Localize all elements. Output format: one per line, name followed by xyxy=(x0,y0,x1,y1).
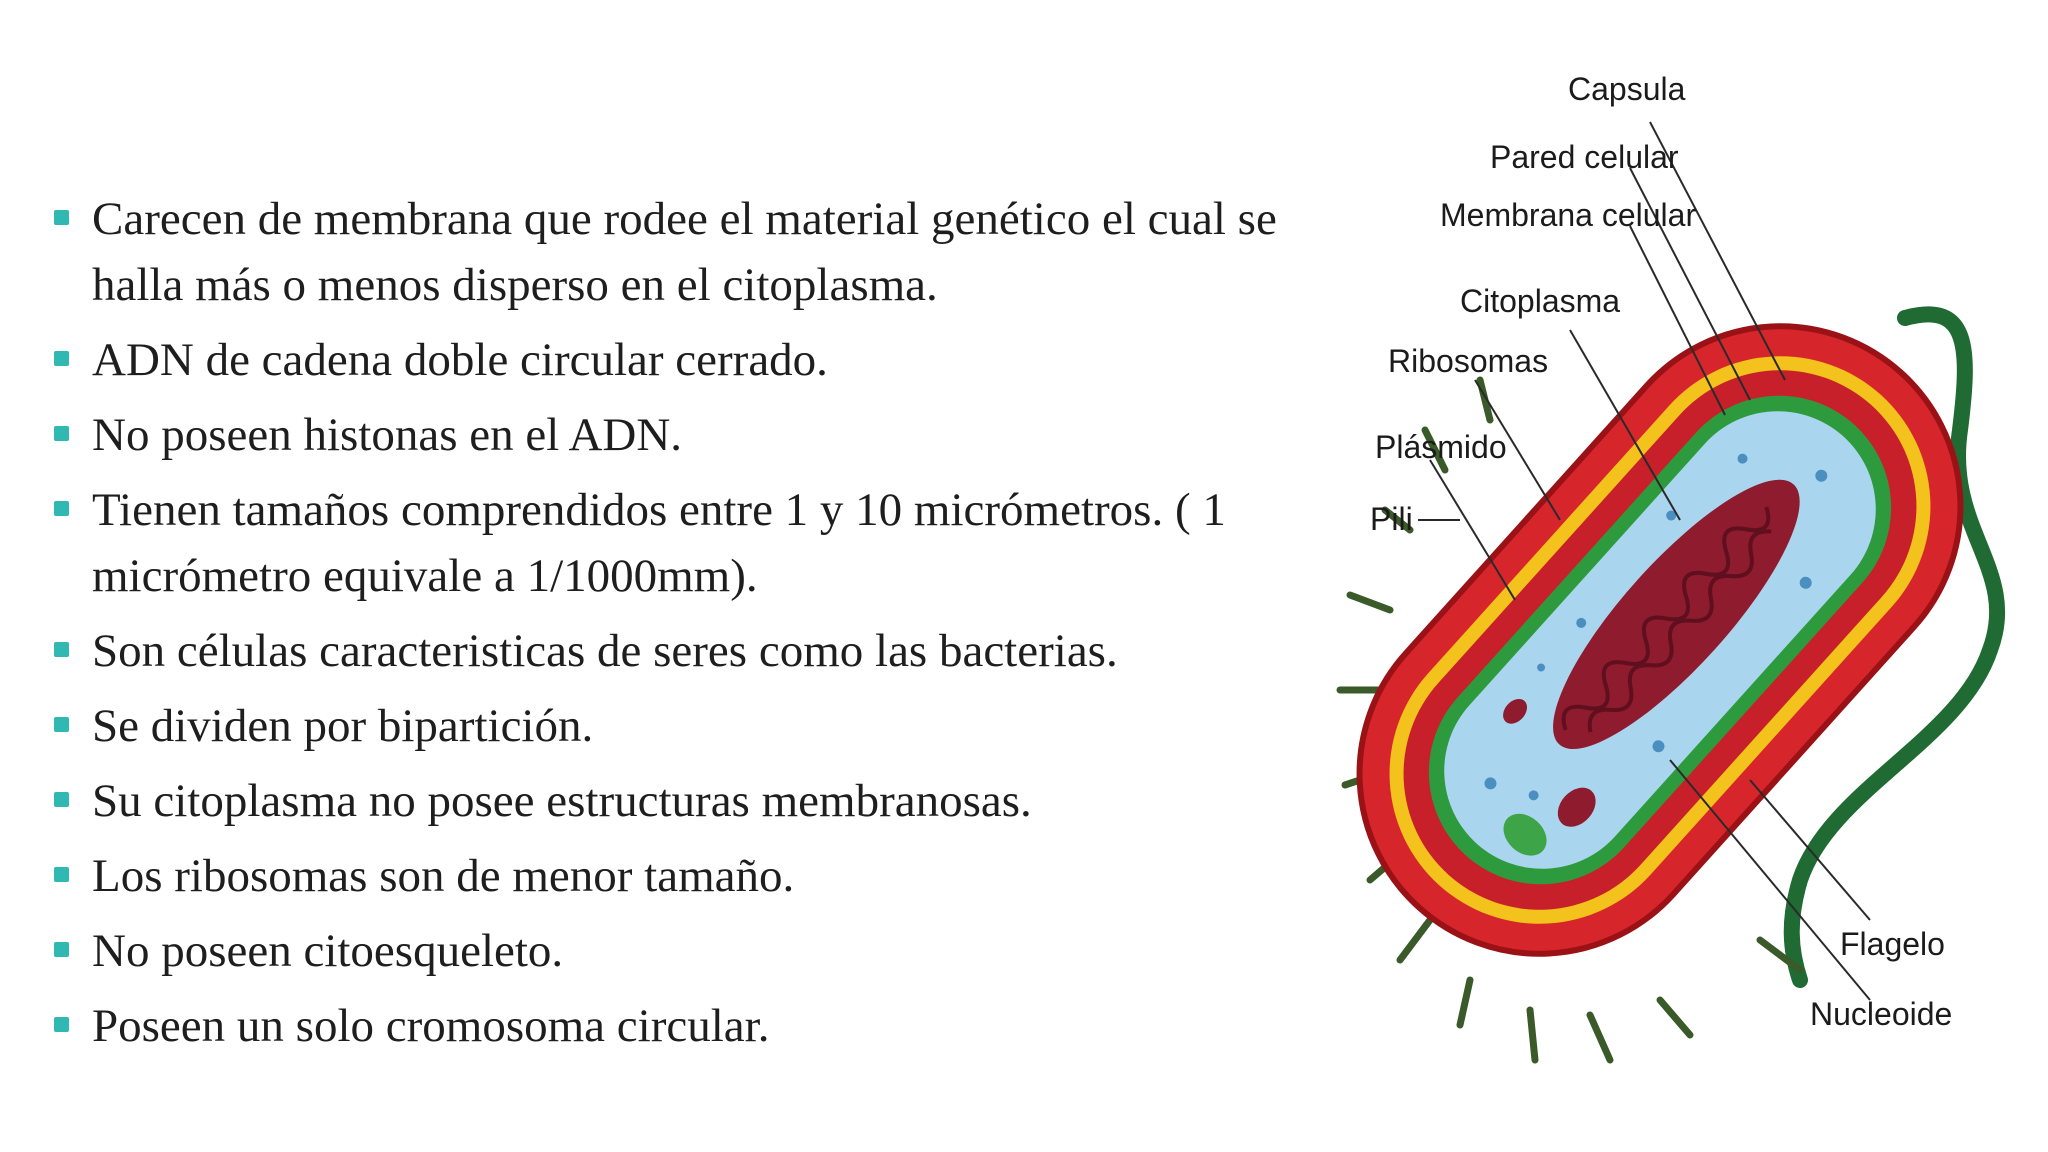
list-item: Se dividen por bipartición. xyxy=(50,693,1350,759)
list-item: No poseen citoesqueleto. xyxy=(50,918,1350,984)
list-item: Poseen un solo cromosoma circular. xyxy=(50,993,1350,1059)
bullet-marker xyxy=(54,792,69,807)
label-flagelo: Flagelo xyxy=(1840,926,1945,962)
list-item: Tienen tamaños comprendidos entre 1 y 10… xyxy=(50,477,1322,609)
nucleoid xyxy=(1553,479,1800,749)
list-item: Los ribosomas son de menor tamaño. xyxy=(50,843,1350,909)
inclusion-body xyxy=(1503,813,1547,856)
bullet-marker xyxy=(54,867,69,882)
list-item: ADN de cadena doble circular cerrado. xyxy=(50,327,1350,393)
bullet-marker xyxy=(54,642,69,657)
label-ribosomas: Ribosomas xyxy=(1388,343,1548,379)
label-pared-celular: Pared celular xyxy=(1490,139,1679,175)
bullet-marker xyxy=(54,210,69,225)
bullet-text: No poseen citoesqueleto. xyxy=(92,925,564,977)
bullet-list: Carecen de membrana que rodee el materia… xyxy=(50,186,1350,1068)
label-pili: Pili xyxy=(1370,501,1413,537)
bullet-text: Carecen de membrana que rodee el materia… xyxy=(92,193,1277,311)
flagellum xyxy=(1783,306,2006,988)
bullet-text: No poseen histonas en el ADN. xyxy=(92,409,683,461)
bullet-text: Se dividen por bipartición. xyxy=(92,700,594,752)
leader-lines xyxy=(1418,121,1871,1001)
bullet-text: Su citoplasma no posee estructuras membr… xyxy=(92,775,1032,827)
bullet-marker xyxy=(54,501,69,516)
ribosomes xyxy=(1484,453,1828,801)
bullet-text: Poseen un solo cromosoma circular. xyxy=(92,1000,770,1052)
label-nucleoide: Nucleoide xyxy=(1810,996,1952,1032)
list-item: Su citoplasma no posee estructuras membr… xyxy=(50,768,1350,834)
bullet-text: ADN de cadena doble circular cerrado. xyxy=(92,334,828,386)
bullet-marker xyxy=(54,351,69,366)
nucleoid-texture xyxy=(1561,506,1772,733)
label-membrana-celular: Membrana celular xyxy=(1440,197,1696,233)
bullet-marker xyxy=(54,942,69,957)
label-plasmido: Plásmido xyxy=(1375,429,1507,465)
bullet-text: Son células caracteristicas de seres com… xyxy=(92,625,1118,677)
bullet-marker xyxy=(54,717,69,732)
bullet-text: Los ribosomas son de menor tamaño. xyxy=(92,850,795,902)
bullet-marker xyxy=(54,426,69,441)
plasmid xyxy=(1503,698,1527,724)
list-item: Carecen de membrana que rodee el materia… xyxy=(50,186,1322,318)
label-citoplasma: Citoplasma xyxy=(1460,283,1620,319)
plasmid xyxy=(1557,787,1596,827)
list-item: No poseen histonas en el ADN. xyxy=(50,402,1350,468)
bullet-marker xyxy=(54,1017,69,1032)
bullet-text: Tienen tamaños comprendidos entre 1 y 10… xyxy=(92,484,1226,602)
prokaryotic-cell-diagram: Capsula Pared celular Membrana celular C… xyxy=(1336,71,2006,1064)
list-item: Son células caracteristicas de seres com… xyxy=(50,618,1350,684)
label-capsula: Capsula xyxy=(1568,71,1686,107)
